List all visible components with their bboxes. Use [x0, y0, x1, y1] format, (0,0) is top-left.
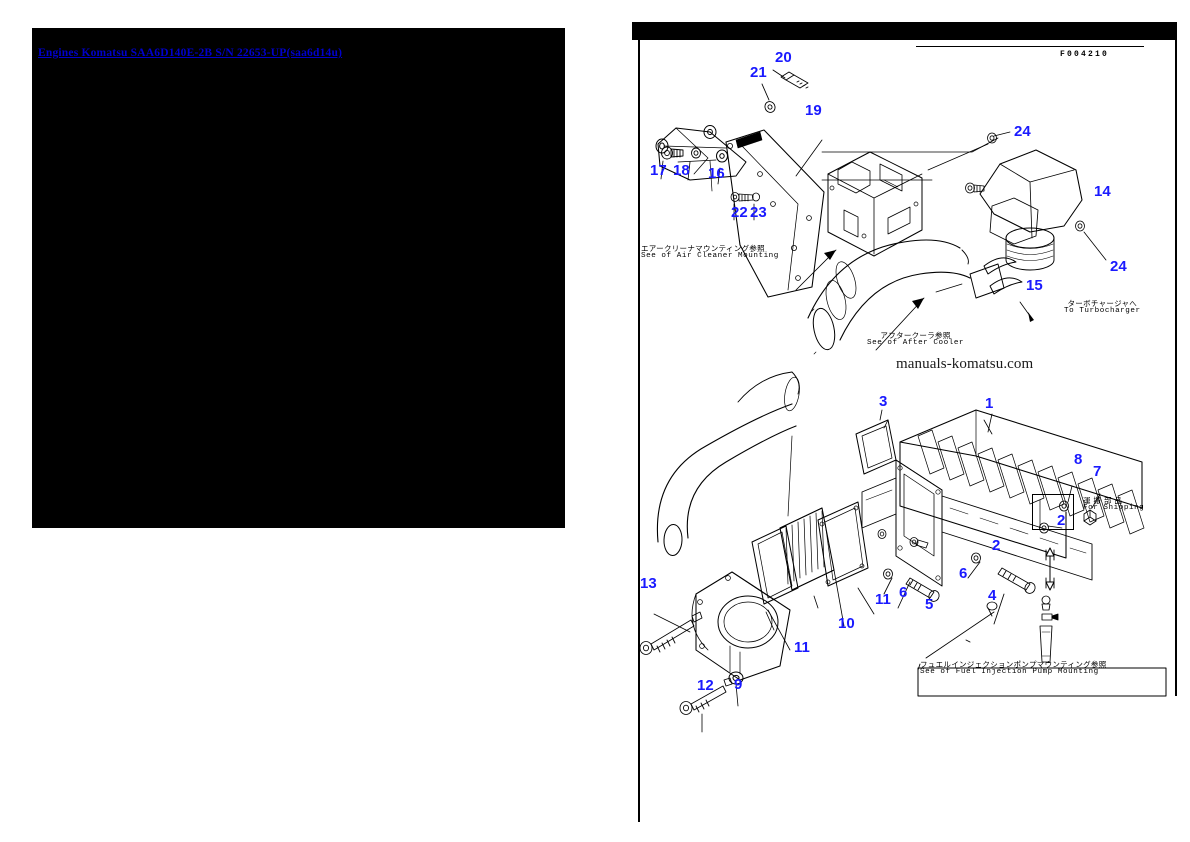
document-number: F004210 — [1060, 50, 1110, 59]
for-shipping-note-jp: 運 搬 部 品 — [1083, 496, 1123, 505]
parts-drawing-panel: F004210 — [632, 22, 1190, 822]
callout-10: 10 — [838, 615, 855, 632]
callout-11: 11 — [875, 591, 891, 608]
callout-8: 8 — [1074, 451, 1083, 468]
after-cooler-note-en: See of After Cooler — [867, 338, 965, 347]
callout-1: 1 — [985, 395, 994, 412]
callout-16: 16 — [708, 165, 725, 182]
callout-18: 18 — [673, 162, 690, 179]
callout-5: 5 — [925, 596, 934, 613]
callout-4: 4 — [988, 587, 997, 604]
callout-9: 9 — [734, 676, 743, 693]
fuel-injection-pump-mounting-note-en: See of Fuel Injection Pump Mounting — [920, 667, 1099, 676]
callout-23: 23 — [750, 204, 767, 221]
turbocharger-note-en: To Turbocharger — [1064, 306, 1141, 315]
callout-24: 24 — [1110, 258, 1127, 275]
callout-6: 6 — [899, 584, 908, 601]
fuel-injection-pump-mounting-note-jp: フュエルインジェクションポンプマウンティング参照 — [920, 660, 1107, 669]
air-cleaner-mounting-note-en: See of Air Cleaner Mounting — [641, 251, 779, 260]
callout-12: 12 — [697, 677, 714, 694]
exploded-parts-drawing — [639, 69, 1167, 733]
turbocharger-note-jp: ターボチャージャへ — [1067, 299, 1138, 308]
callout-22: 22 — [731, 204, 748, 221]
callout-2: 2 — [992, 537, 1001, 554]
left-preview-panel — [32, 28, 565, 528]
for-shipping-note-en: For Shipping — [1083, 503, 1145, 512]
frame-right-border — [1175, 40, 1177, 696]
callout-21: 21 — [750, 64, 767, 81]
callout-3: 3 — [879, 393, 888, 410]
callout-15: 15 — [1026, 277, 1043, 294]
callout-24: 24 — [1014, 123, 1031, 140]
header-rule — [916, 46, 1144, 47]
callout-20: 20 — [775, 49, 792, 66]
for-shipping-box — [1032, 494, 1074, 530]
callout-6: 6 — [959, 565, 968, 582]
callout-14: 14 — [1094, 183, 1111, 200]
page-title-link[interactable]: Engines Komatsu SAA6D140E-2B S/N 22653-U… — [38, 47, 343, 59]
watermark: manuals-komatsu.com — [896, 356, 1034, 372]
air-cleaner-mounting-note-jp: エアークリーナマウンティング参照 — [641, 244, 765, 253]
callout-13: 13 — [640, 575, 657, 592]
callout-7: 7 — [1093, 463, 1102, 480]
after-cooler-note-jp: アフタークーラ参照 — [880, 331, 951, 340]
header-bar — [632, 22, 1177, 40]
callout-19: 19 — [805, 102, 822, 119]
callout-11: 11 — [794, 639, 810, 656]
callout-17: 17 — [650, 162, 667, 179]
frame-left-border — [638, 40, 640, 822]
callout-2: 2 — [1057, 512, 1066, 529]
